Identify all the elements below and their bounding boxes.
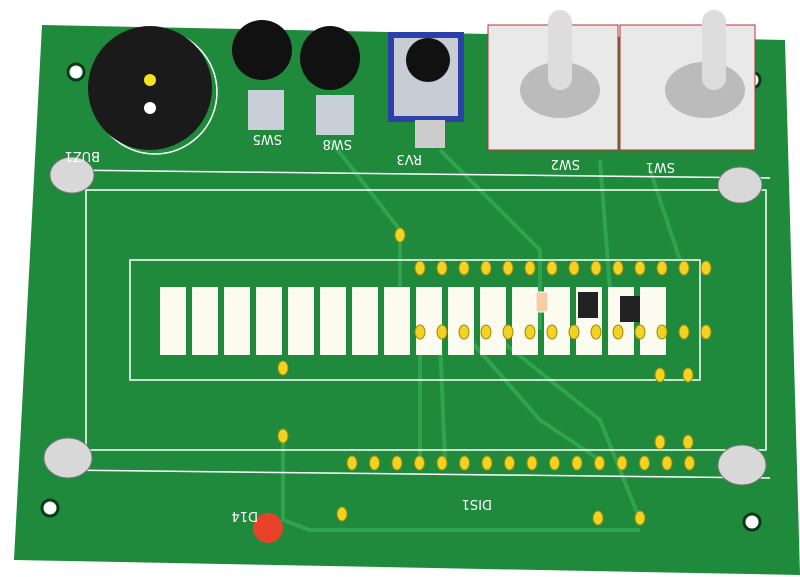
solder-pad (549, 455, 560, 471)
solder-pad (502, 260, 514, 276)
solder-pad (700, 324, 712, 340)
solder-pad (458, 260, 470, 276)
toggle-switch-sw1[interactable] (619, 10, 756, 151)
solder-pad (369, 455, 380, 471)
pads (277, 227, 712, 526)
solder-pad (277, 428, 289, 444)
display-segment (192, 287, 218, 355)
solder-pad (546, 260, 558, 276)
display-segment (480, 287, 506, 355)
switch-sw5[interactable] (232, 20, 292, 130)
solder-pad (612, 260, 624, 276)
display-segment (512, 287, 538, 355)
solder-pad (414, 455, 425, 471)
solder-pad (436, 324, 448, 340)
solder-pad (504, 455, 515, 471)
silkscreen-outlines (57, 169, 771, 479)
solder-pad (616, 455, 628, 471)
solder-pad (612, 324, 624, 340)
solder-pad (654, 367, 666, 383)
label-sw2: SW2 (551, 156, 580, 171)
display-segment (224, 287, 250, 355)
solder-pad (594, 455, 605, 471)
display-segment (384, 287, 410, 355)
display-segments (160, 287, 666, 355)
display-segment (352, 287, 378, 355)
potentiometer-rv3[interactable] (388, 32, 464, 148)
solder-pad (502, 324, 514, 340)
label-sw5: SW5 (253, 131, 282, 146)
solder-pad (436, 455, 448, 471)
display-segment (288, 287, 314, 355)
solder-pad (682, 367, 694, 383)
label-sw8: SW8 (323, 136, 352, 151)
solder-pad (592, 510, 604, 526)
solder-pad (571, 455, 583, 471)
solder-pad (481, 455, 493, 471)
label-d14: D14 (231, 508, 258, 523)
display-segment (640, 287, 666, 355)
solder-pad (568, 324, 580, 340)
solder-pad (459, 455, 470, 471)
solder-pad (654, 434, 666, 450)
solder-pad (414, 260, 426, 276)
label-dis1: DIS1 (462, 496, 492, 511)
solder-pad (639, 455, 650, 471)
display-segment (256, 287, 282, 355)
solder-pad (590, 324, 602, 340)
led-d14 (253, 513, 283, 543)
solder-pad (414, 324, 426, 340)
solder-pad (524, 260, 536, 276)
label-sw1: SW1 (646, 159, 675, 174)
solder-pad (391, 455, 403, 471)
solder-pad (436, 260, 448, 276)
solder-pad (346, 455, 358, 471)
solder-pad (568, 260, 580, 276)
smd-parts (535, 291, 640, 322)
switch-sw8[interactable] (300, 26, 360, 135)
label-buz1: BUZ1 (65, 148, 100, 163)
display-segment (448, 287, 474, 355)
display-segment (320, 287, 346, 355)
solder-pad (546, 324, 558, 340)
screw (43, 156, 767, 486)
solder-pad (480, 324, 492, 340)
solder-pad (277, 360, 289, 376)
display-segment (416, 287, 442, 355)
display-segment (160, 287, 186, 355)
solder-pad (458, 324, 470, 340)
solder-pad (678, 260, 690, 276)
solder-pad (590, 260, 602, 276)
solder-pad (634, 510, 646, 526)
solder-pad (336, 506, 348, 522)
solder-pad (480, 260, 492, 276)
label-rv3: RV3 (397, 151, 423, 166)
solder-pad (678, 324, 690, 340)
solder-pad (684, 455, 695, 471)
solder-pad (656, 260, 668, 276)
toggle-switch-sw2[interactable] (487, 10, 619, 151)
solder-pad (634, 260, 646, 276)
buzzer (88, 26, 218, 155)
solder-pad (526, 455, 538, 471)
solder-pad (700, 260, 712, 276)
solder-pad (394, 227, 406, 243)
solder-pad (682, 434, 694, 450)
solder-pad (661, 455, 673, 471)
solder-pad (524, 324, 536, 340)
solder-pad (656, 324, 668, 340)
solder-pad (634, 324, 646, 340)
